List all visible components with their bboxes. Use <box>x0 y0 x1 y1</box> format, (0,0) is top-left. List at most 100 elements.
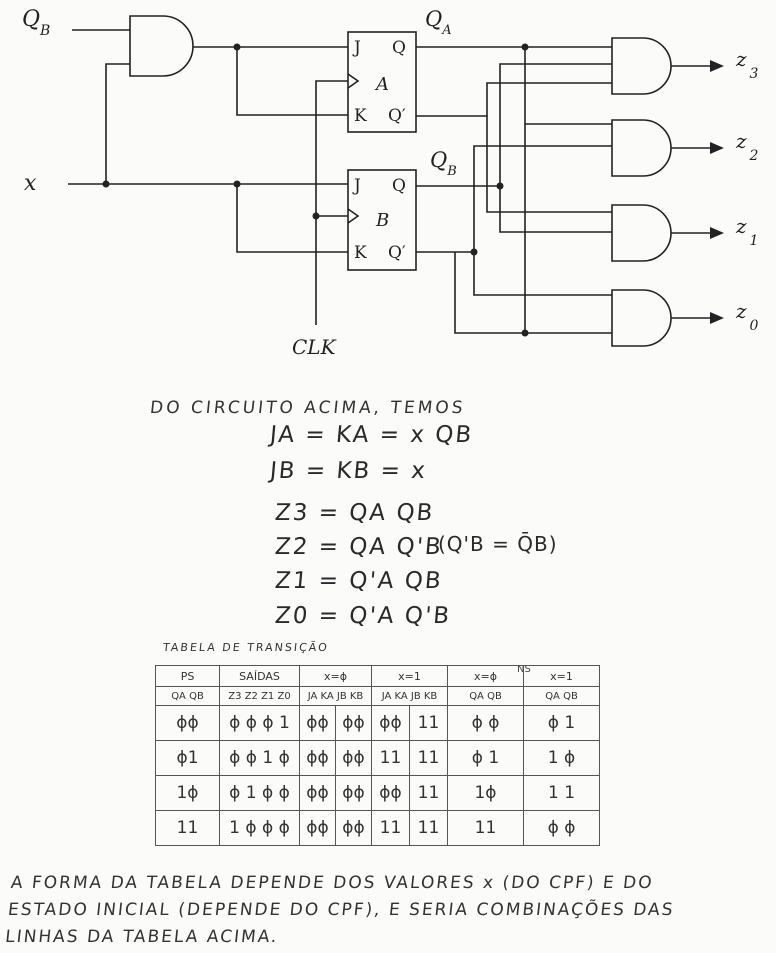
table-subheader-row: QA QB Z3 Z2 Z1 Z0 JA KA JB KB JA KA JB K… <box>155 686 600 706</box>
cell-x0-ja-ka: ϕϕ <box>299 740 336 776</box>
label-qa-output: QA <box>425 7 452 38</box>
and-gate-z1 <box>611 204 672 262</box>
cell-x0-jb-kb: ϕϕ <box>335 775 372 811</box>
cell-outputs: ϕ ϕ 1 ϕ <box>219 740 300 776</box>
header-ns-x1: x=1 <box>523 665 600 687</box>
cell-outputs: ϕ 1 ϕ ϕ <box>219 775 300 811</box>
cell-ns-x0: ϕ ϕ <box>447 705 524 741</box>
header-x1: x=1 <box>371 665 448 687</box>
equation-z1: Z1 = Q'A QB <box>273 568 444 594</box>
cell-ns-x0: 11 <box>447 810 524 846</box>
cell-ns-x1: 1 ϕ <box>523 740 600 776</box>
cell-ns-x0: ϕ 1 <box>447 740 524 776</box>
junction-dot <box>102 180 110 188</box>
arrow-z2 <box>710 142 724 154</box>
cell-ns-x0: 1ϕ <box>447 775 524 811</box>
label-ff-b-q: Q <box>392 176 406 196</box>
transition-table: PS SAÍDAS x=ϕ x=1 x=ϕ x=1 QA QB Z3 Z2 Z1… <box>155 665 600 846</box>
cell-x0-ja-ka: ϕϕ <box>299 810 336 846</box>
and-gate-input <box>129 15 194 77</box>
wire-clk-a <box>315 80 348 325</box>
flipflop-b <box>347 169 417 271</box>
cell-outputs: ϕ ϕ ϕ 1 <box>219 705 300 741</box>
cell-ps: ϕϕ <box>155 705 220 741</box>
junction-dot <box>312 212 320 220</box>
label-ff-a-k: K <box>354 106 367 126</box>
cell-x1-ja-ka: 11 <box>371 740 410 776</box>
cell-x0-jb-kb: ϕϕ <box>335 810 372 846</box>
label-z2: z2 <box>735 129 759 164</box>
junction-dot <box>470 248 478 256</box>
equation-z0: Z0 = Q'A Q'B <box>273 603 453 629</box>
junction-dot <box>496 182 504 190</box>
equation-z3: Z3 = QA QB <box>273 500 436 526</box>
label-ff-b-k: K <box>354 243 367 263</box>
subheader-ns-x1: QA QB <box>523 686 600 706</box>
and-gate-z3 <box>611 37 672 95</box>
label-x-input: x <box>24 171 37 196</box>
subheader-x0: JA KA JB KB <box>299 686 372 706</box>
cell-ps: 1ϕ <box>155 775 220 811</box>
junction-dot <box>521 329 529 337</box>
table-row: 1ϕ ϕ 1 ϕ ϕ ϕϕ ϕϕ ϕϕ 11 1ϕ 1 1 <box>155 775 600 811</box>
cell-x0-ja-ka: ϕϕ <box>299 775 336 811</box>
table-row: 11 1 ϕ ϕ ϕ ϕϕ ϕϕ 11 11 11 ϕ ϕ <box>155 810 600 846</box>
wire-qb-bar-to-z2 <box>473 145 612 252</box>
cell-ps: 11 <box>155 810 220 846</box>
table-title: TABELA DE TRANSIÇÃO <box>162 641 330 654</box>
cell-ns-x1: ϕ 1 <box>523 705 600 741</box>
cell-x1-jb-kb: 11 <box>409 810 448 846</box>
wire-qa-bar-to-z1 <box>486 116 612 213</box>
cell-ns-x1: ϕ ϕ <box>523 810 600 846</box>
cell-x1-ja-ka: 11 <box>371 810 410 846</box>
table-row: ϕϕ ϕ ϕ ϕ 1 ϕϕ ϕϕ ϕϕ 11 ϕ ϕ ϕ 1 <box>155 705 600 741</box>
arrow-z0 <box>710 312 724 324</box>
equation-z2-note: (Q'B = Q̄B) <box>438 532 558 556</box>
footer-line: LINHAS DA TABELA ACIMA. <box>4 927 280 947</box>
cell-x1-jb-kb: 11 <box>409 740 448 776</box>
clock-triangle-a <box>347 73 360 89</box>
wire-qa-bar <box>416 82 612 117</box>
junction-dot <box>233 180 241 188</box>
label-ff-a-j: J <box>352 38 361 58</box>
cell-x1-jb-kb: 11 <box>409 705 448 741</box>
subheader-x1: JA KA JB KB <box>371 686 448 706</box>
subheader-ps: QA QB <box>155 686 220 706</box>
cell-x0-jb-kb: ϕϕ <box>335 740 372 776</box>
equation-z2: Z2 = QA Q'B <box>273 534 444 560</box>
footer-note: A FORMA DA TABELA DEPENDE DOS VALORES x … <box>4 870 776 951</box>
equation-ja: JA = KA = x QB <box>268 422 475 448</box>
label-clk: CLK <box>292 335 337 359</box>
footer-line: ESTADO INICIAL (DEPENDE DO CPF), E SERIA… <box>7 900 676 920</box>
equation-jb: JB = KB = x <box>268 458 428 484</box>
label-z3: z3 <box>735 47 759 82</box>
wire-qb-to-z1 <box>499 186 612 233</box>
label-z1: z1 <box>735 214 758 249</box>
cell-x0-ja-ka: ϕϕ <box>299 705 336 741</box>
flipflop-a <box>347 31 417 133</box>
cell-ps: ϕ1 <box>155 740 220 776</box>
subheader-ns-x0: QA QB <box>447 686 524 706</box>
cell-x1-jb-kb: 11 <box>409 775 448 811</box>
label-ff-b-name: B <box>375 210 389 231</box>
header-ps: PS <box>155 665 220 687</box>
cell-x1-ja-ka: ϕϕ <box>371 775 410 811</box>
label-z0: z0 <box>735 299 759 334</box>
cell-outputs: 1 ϕ ϕ ϕ <box>219 810 300 846</box>
label-ff-b-j: J <box>352 176 361 196</box>
subheader-saidas: Z3 Z2 Z1 Z0 <box>219 686 300 706</box>
clock-triangle-b <box>347 208 360 224</box>
and-gate-z0 <box>611 289 672 347</box>
header-saidas: SAÍDAS <box>219 665 300 687</box>
and-gate-z2 <box>611 119 672 177</box>
junction-dot <box>521 43 529 51</box>
wire-qa-bar-to-z0 <box>454 252 612 334</box>
cell-x1-ja-ka: ϕϕ <box>371 705 410 741</box>
wire-x-to-kb <box>236 184 348 253</box>
table-header-row: PS SAÍDAS x=ϕ x=1 x=ϕ x=1 <box>155 665 600 687</box>
logic-circuit-diagram: QB x CLK QA QB A B z3 z2 z1 z0 J Q K Q′ … <box>22 7 759 359</box>
table-row: ϕ1 ϕ ϕ 1 ϕ ϕϕ ϕϕ 11 11 ϕ 1 1 ϕ <box>155 740 600 776</box>
label-ff-b-qn: Q′ <box>388 243 406 263</box>
arrow-z3 <box>710 60 724 72</box>
cell-ns-x1: 1 1 <box>523 775 600 811</box>
